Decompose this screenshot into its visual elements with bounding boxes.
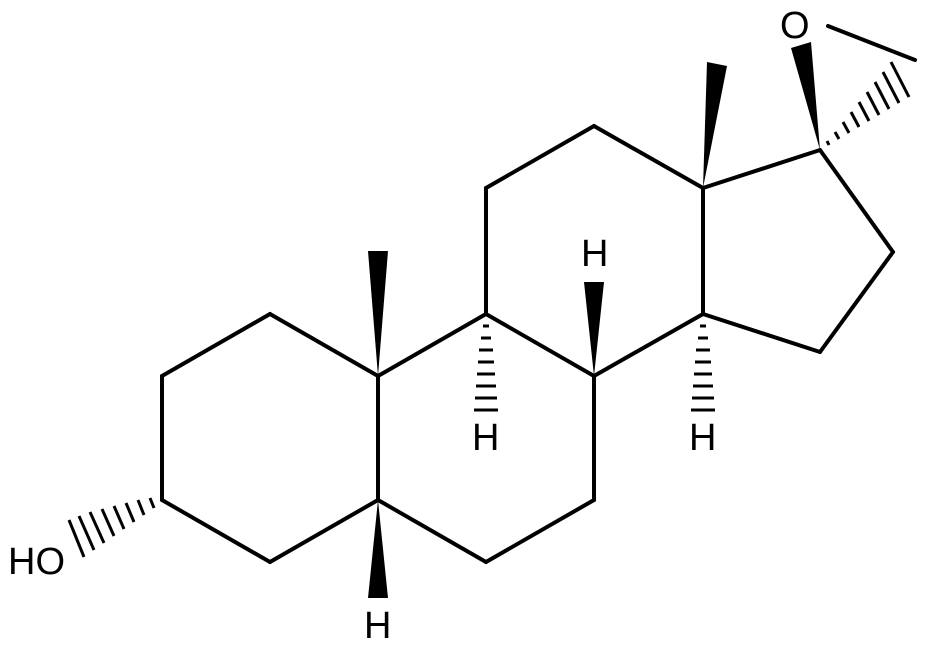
h14-label: H [689, 417, 716, 459]
c3-oh-hash [67, 497, 156, 558]
h9-hash [474, 324, 498, 412]
ring-d [701, 148, 895, 354]
epoxide-ring [791, 24, 917, 150]
c18-methyl-wedge [703, 62, 727, 188]
h5-label: H [364, 605, 391, 647]
ring-a [160, 312, 380, 564]
ring-c [484, 124, 705, 378]
epoxide-oxygen-wedge [791, 42, 820, 150]
h5-wedge [368, 500, 388, 598]
hydroxyl-label: HO [8, 541, 65, 583]
c19-methyl-wedge [368, 251, 388, 376]
ring-b [376, 312, 596, 564]
h8-label: H [581, 233, 608, 275]
h8-wedge [584, 282, 604, 376]
epoxide-carbon-hash [825, 61, 911, 146]
h9-label: H [472, 417, 499, 459]
epoxide-oxygen-label: O [780, 5, 810, 47]
h14-hash [691, 324, 715, 412]
